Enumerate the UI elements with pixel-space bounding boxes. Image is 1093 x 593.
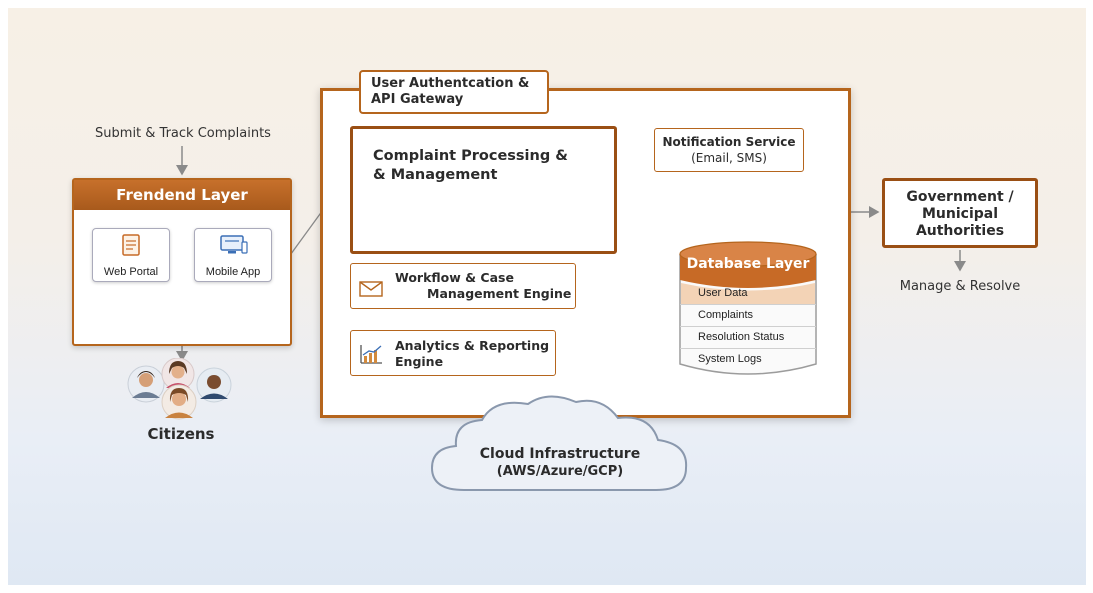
db-row-system-logs: System Logs [698, 353, 762, 365]
complaint-processing-line-1: Complaint Processing & [373, 148, 568, 164]
analytics-line-2: Engine [395, 354, 444, 369]
cloud-line-2: (AWS/Azure/GCP) [496, 464, 624, 479]
cloud-infrastructure-label: Cloud Infrastructure (AWS/Azure/GCP) [424, 446, 696, 480]
envelope-icon [359, 281, 383, 297]
government-authorities-box[interactable]: Government / Municipal Authorities [882, 178, 1038, 248]
government-line-2: Municipal [921, 206, 999, 222]
notification-line-2: (Email, SMS) [691, 151, 767, 165]
web-portal-card[interactable]: Web Portal [92, 228, 170, 282]
notification-service-box[interactable]: Notification Service (Email, SMS) [654, 128, 804, 172]
frontend-layer-box: Frendend Layer Web Portal Mobile App [72, 178, 292, 346]
government-line-3: Authorities [915, 223, 1005, 239]
cloud-icon [430, 395, 688, 491]
mobile-app-label: Mobile App [205, 266, 261, 278]
api-gateway-box[interactable]: User Authentcation & API Gateway [359, 70, 549, 114]
manage-resolve-label: Manage & Resolve [899, 279, 1021, 294]
bar-chart-icon [360, 345, 382, 364]
database-rows: User Data Complaints Resolution Status S… [680, 283, 816, 370]
monitor-icon [220, 235, 248, 254]
database-cylinder-icon [679, 241, 817, 375]
mobile-app-card[interactable]: Mobile App [194, 228, 272, 282]
workflow-line-2: Management Engine [427, 286, 572, 301]
database-layer-title: Database Layer [686, 256, 810, 272]
submit-track-label: Submit & Track Complaints [95, 126, 271, 141]
db-row-complaints: Complaints [680, 305, 816, 327]
complaint-processing-line-2: & Management [373, 167, 498, 183]
analytics-line-1: Analytics & Reporting [395, 338, 550, 353]
frontend-layer-title: Frendend Layer [74, 180, 290, 210]
analytics-engine-box[interactable]: Analytics & Reporting Engine [350, 330, 556, 376]
gateway-line-2: API Gateway [371, 92, 464, 107]
cloud-line-1: Cloud Infrastructure [479, 446, 641, 462]
citizens-avatars-icon [127, 358, 232, 420]
workflow-line-1: Workflow & Case [395, 270, 514, 285]
citizens-label: Citizens [147, 425, 215, 443]
complaint-processing-box[interactable]: Complaint Processing & & Management [350, 126, 617, 254]
notification-line-1: Notification Service [662, 135, 796, 149]
db-row-user-data: User Data [680, 283, 816, 305]
db-row-resolution-status: Resolution Status [680, 327, 816, 349]
document-icon [122, 234, 140, 256]
web-portal-label: Web Portal [103, 266, 159, 278]
gateway-line-1: User Authentcation & [371, 76, 530, 91]
government-line-1: Government / [906, 189, 1014, 205]
workflow-engine-box[interactable]: Workflow & Case Management Engine [350, 263, 576, 309]
